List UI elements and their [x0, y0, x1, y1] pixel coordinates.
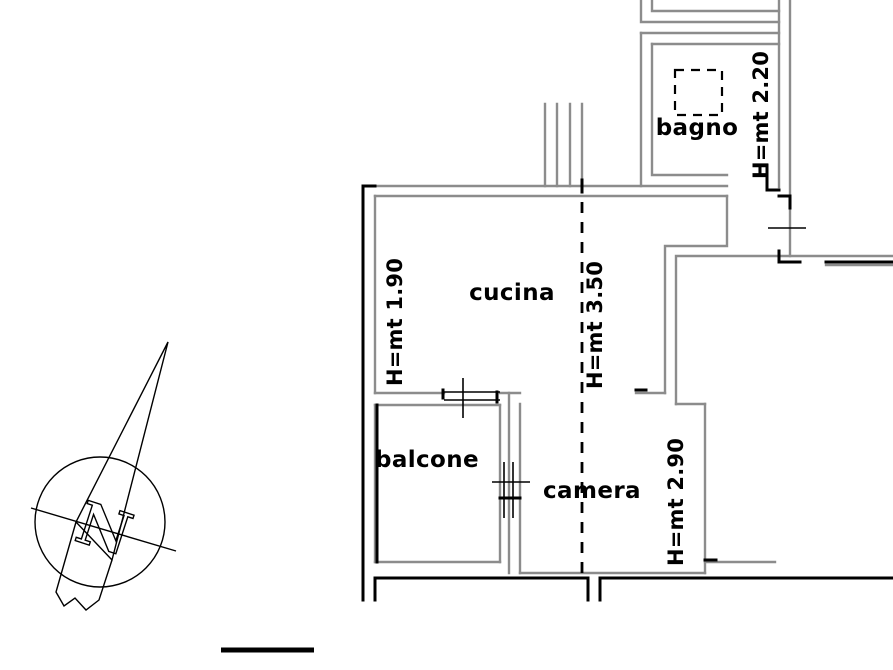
jamb-right-extension	[777, 249, 802, 264]
bagno-shaft-dashed-box	[673, 68, 724, 117]
room-label-balcone: balcone	[375, 447, 479, 473]
compass-circle	[34, 456, 166, 588]
opening-symbol-layer	[444, 227, 806, 518]
wall-step-bagno-to-camera-inner	[674, 206, 792, 406]
jamb-right-step	[777, 194, 792, 210]
wall-upper-room-bottom	[639, 0, 781, 24]
wall-bottom-left-structure	[373, 576, 590, 602]
jamb-bagno-right	[765, 163, 781, 192]
wall-upper-room-bottom-inner	[650, 0, 781, 13]
room-label-bagno: bagno	[656, 115, 739, 141]
height-label-cucina-right: H=mt 3.50	[583, 261, 607, 389]
compass-crosshair-horizontal	[30, 507, 177, 552]
room-label-camera: camera	[543, 478, 641, 504]
room-label-cucina: cucina	[469, 280, 555, 306]
door-cucina-balcone	[444, 378, 500, 418]
wall-layer	[373, 0, 893, 575]
height-label-bagno: H=mt 2.20	[749, 51, 773, 179]
wall-bagno-inner	[650, 42, 729, 177]
door-balcone-camera	[492, 462, 530, 518]
wall-bottom-right-structure	[598, 576, 893, 602]
compass-needle	[75, 341, 169, 562]
height-label-camera: H=mt 2.90	[664, 438, 688, 566]
wall-step-bagno-to-camera-outer	[663, 194, 729, 395]
compass-needle-tail	[55, 521, 113, 611]
height-label-cucina-left: H=mt 1.90	[383, 258, 407, 386]
